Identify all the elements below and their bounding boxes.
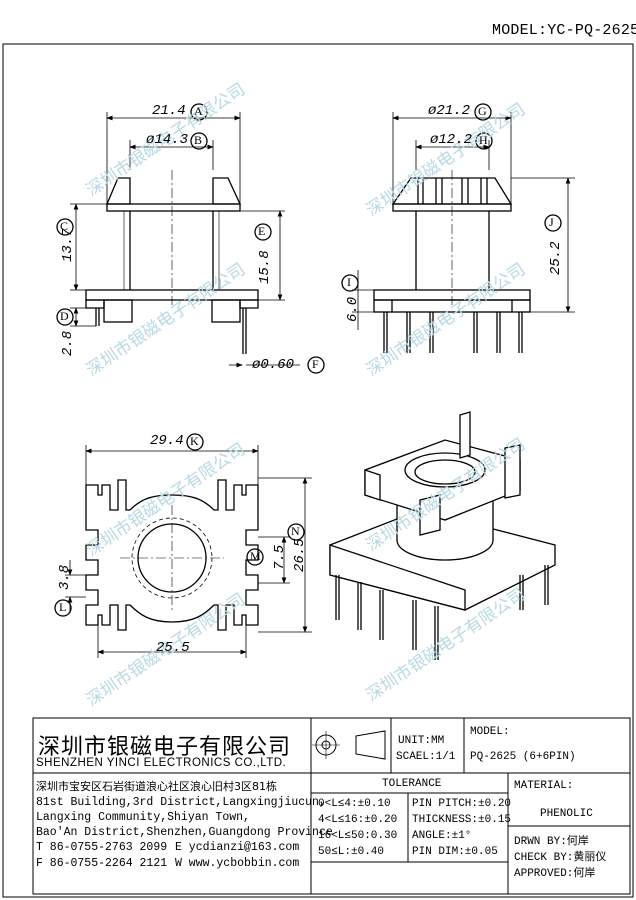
dim-L-value: 3.8 bbox=[57, 564, 73, 590]
dim-F-value: ø0.60 bbox=[252, 357, 295, 373]
model-header: MODEL:YC-PQ-2625 bbox=[492, 22, 636, 39]
dim-E-value: 15.8 bbox=[257, 250, 273, 284]
dim-D-value: 2.8 bbox=[60, 330, 76, 356]
tolerance-2: 4<L≤16:±0.20 bbox=[318, 814, 398, 826]
dim-J-value: 25.2 bbox=[548, 241, 564, 275]
fax: F 86-0755-2264 2121 bbox=[36, 857, 168, 870]
dim-L-letter: L bbox=[59, 600, 67, 614]
dim-E-letter: E bbox=[258, 224, 266, 238]
dim-C-value: 13.7 bbox=[60, 228, 76, 262]
drawing-frame bbox=[2, 43, 634, 898]
dim-K-value: 29.4 bbox=[150, 433, 184, 449]
dim-A-value: 21.4 bbox=[152, 103, 186, 119]
dim-width-value: 25.5 bbox=[156, 640, 190, 656]
tolerance-header: TOLERANCE bbox=[382, 778, 442, 790]
dim-A-letter: A bbox=[194, 104, 203, 118]
dim-D-letter: D bbox=[60, 309, 69, 323]
tolerance-1: 0<L≤4:±0.10 bbox=[318, 798, 391, 810]
scale-label: SCAEL:1/1 bbox=[396, 751, 456, 763]
address-line-1: 深圳市宝安区石岩街道浪心社区浪心旧村3区81栋 bbox=[36, 780, 277, 793]
unit-label: UNIT:MM bbox=[398, 735, 445, 747]
material-label: MATERIAL: bbox=[514, 780, 574, 792]
company-name-en: SHENZHEN YINCI ELECTRONICS CO.,LTD. bbox=[36, 757, 287, 769]
dim-C-letter: C bbox=[60, 219, 69, 233]
company-name-cn: 深圳市银磁电子有限公司 bbox=[38, 735, 292, 760]
dim-I-letter: I bbox=[347, 275, 351, 289]
email: E ycdianzi@163.com bbox=[175, 841, 300, 854]
dim-B-value: ø14.3 bbox=[146, 132, 189, 148]
phone: T 86-0755-2763 2099 bbox=[36, 841, 168, 854]
address-line-4: Bao'An District,Shenzhen,Guangdong Provi… bbox=[36, 826, 333, 839]
dim-M-value: 7.5 bbox=[272, 544, 288, 570]
pin-tolerance-1: PIN PITCH:±0.20 bbox=[412, 798, 512, 810]
dim-G-value: ø21.2 bbox=[428, 103, 471, 119]
dim-K-letter: K bbox=[190, 434, 199, 448]
website: W www.ycbobbin.com bbox=[175, 857, 300, 870]
dim-F-letter: F bbox=[312, 357, 319, 371]
drawn-by: DRWN BY:何岸 bbox=[514, 836, 589, 848]
dim-I-value: 6.0 bbox=[345, 296, 361, 322]
dim-G-letter: G bbox=[478, 104, 487, 118]
dim-N-letter: N bbox=[291, 524, 300, 538]
title-block bbox=[32, 717, 631, 895]
model-label: MODEL: bbox=[470, 726, 510, 738]
iso-view bbox=[329, 411, 556, 660]
address-line-3: Langxing Community,Shiyan Town, bbox=[36, 811, 250, 824]
checked-by: CHECK BY:黄丽仪 bbox=[514, 852, 607, 864]
dim-N-value: 26.5 bbox=[292, 538, 308, 572]
model-value: PQ-2625 (6+6PIN) bbox=[470, 751, 576, 763]
material-value: PHENOLIC bbox=[540, 808, 593, 820]
dim-H-value: ø12.2 bbox=[430, 132, 473, 148]
dim-M-letter: M bbox=[250, 549, 261, 563]
pin-tolerance-3: ANGLE:±1° bbox=[412, 830, 472, 842]
pin-tolerance-2: THICKNESS:±0.15 bbox=[412, 814, 512, 826]
address-line-2: 81st Building,3rd District,Langxingjiucu… bbox=[36, 796, 326, 809]
front-view bbox=[56, 103, 325, 374]
bottom-view bbox=[54, 433, 312, 658]
approved-by: APPROVED:何岸 bbox=[514, 868, 596, 880]
pin-tolerance-4: PIN DIM:±0.05 bbox=[412, 846, 498, 858]
dim-J-letter: J bbox=[549, 215, 554, 229]
dim-B-letter: B bbox=[194, 133, 203, 147]
tolerance-3: 16<L≤50:0.30 bbox=[318, 830, 398, 842]
side-view bbox=[341, 103, 575, 353]
tolerance-4: 50≤L:±0.40 bbox=[318, 846, 385, 858]
dim-H-letter: H bbox=[479, 133, 488, 147]
